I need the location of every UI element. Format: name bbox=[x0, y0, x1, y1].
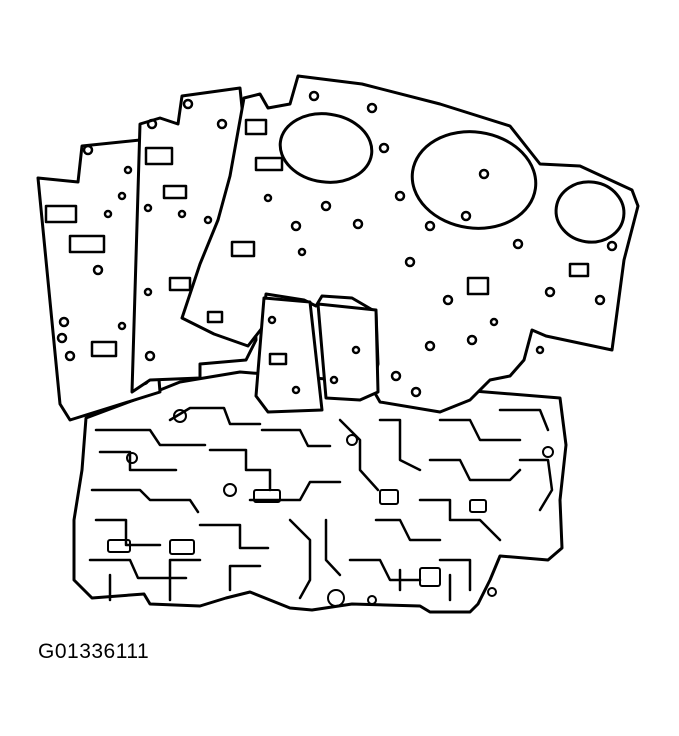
plate-3-lower-tabs bbox=[254, 296, 380, 414]
separator-plate-3 bbox=[180, 74, 640, 414]
figure-id-label: G01336111 bbox=[38, 640, 150, 663]
separator-plate-1 bbox=[36, 138, 162, 422]
valve-body-casting bbox=[72, 370, 568, 614]
